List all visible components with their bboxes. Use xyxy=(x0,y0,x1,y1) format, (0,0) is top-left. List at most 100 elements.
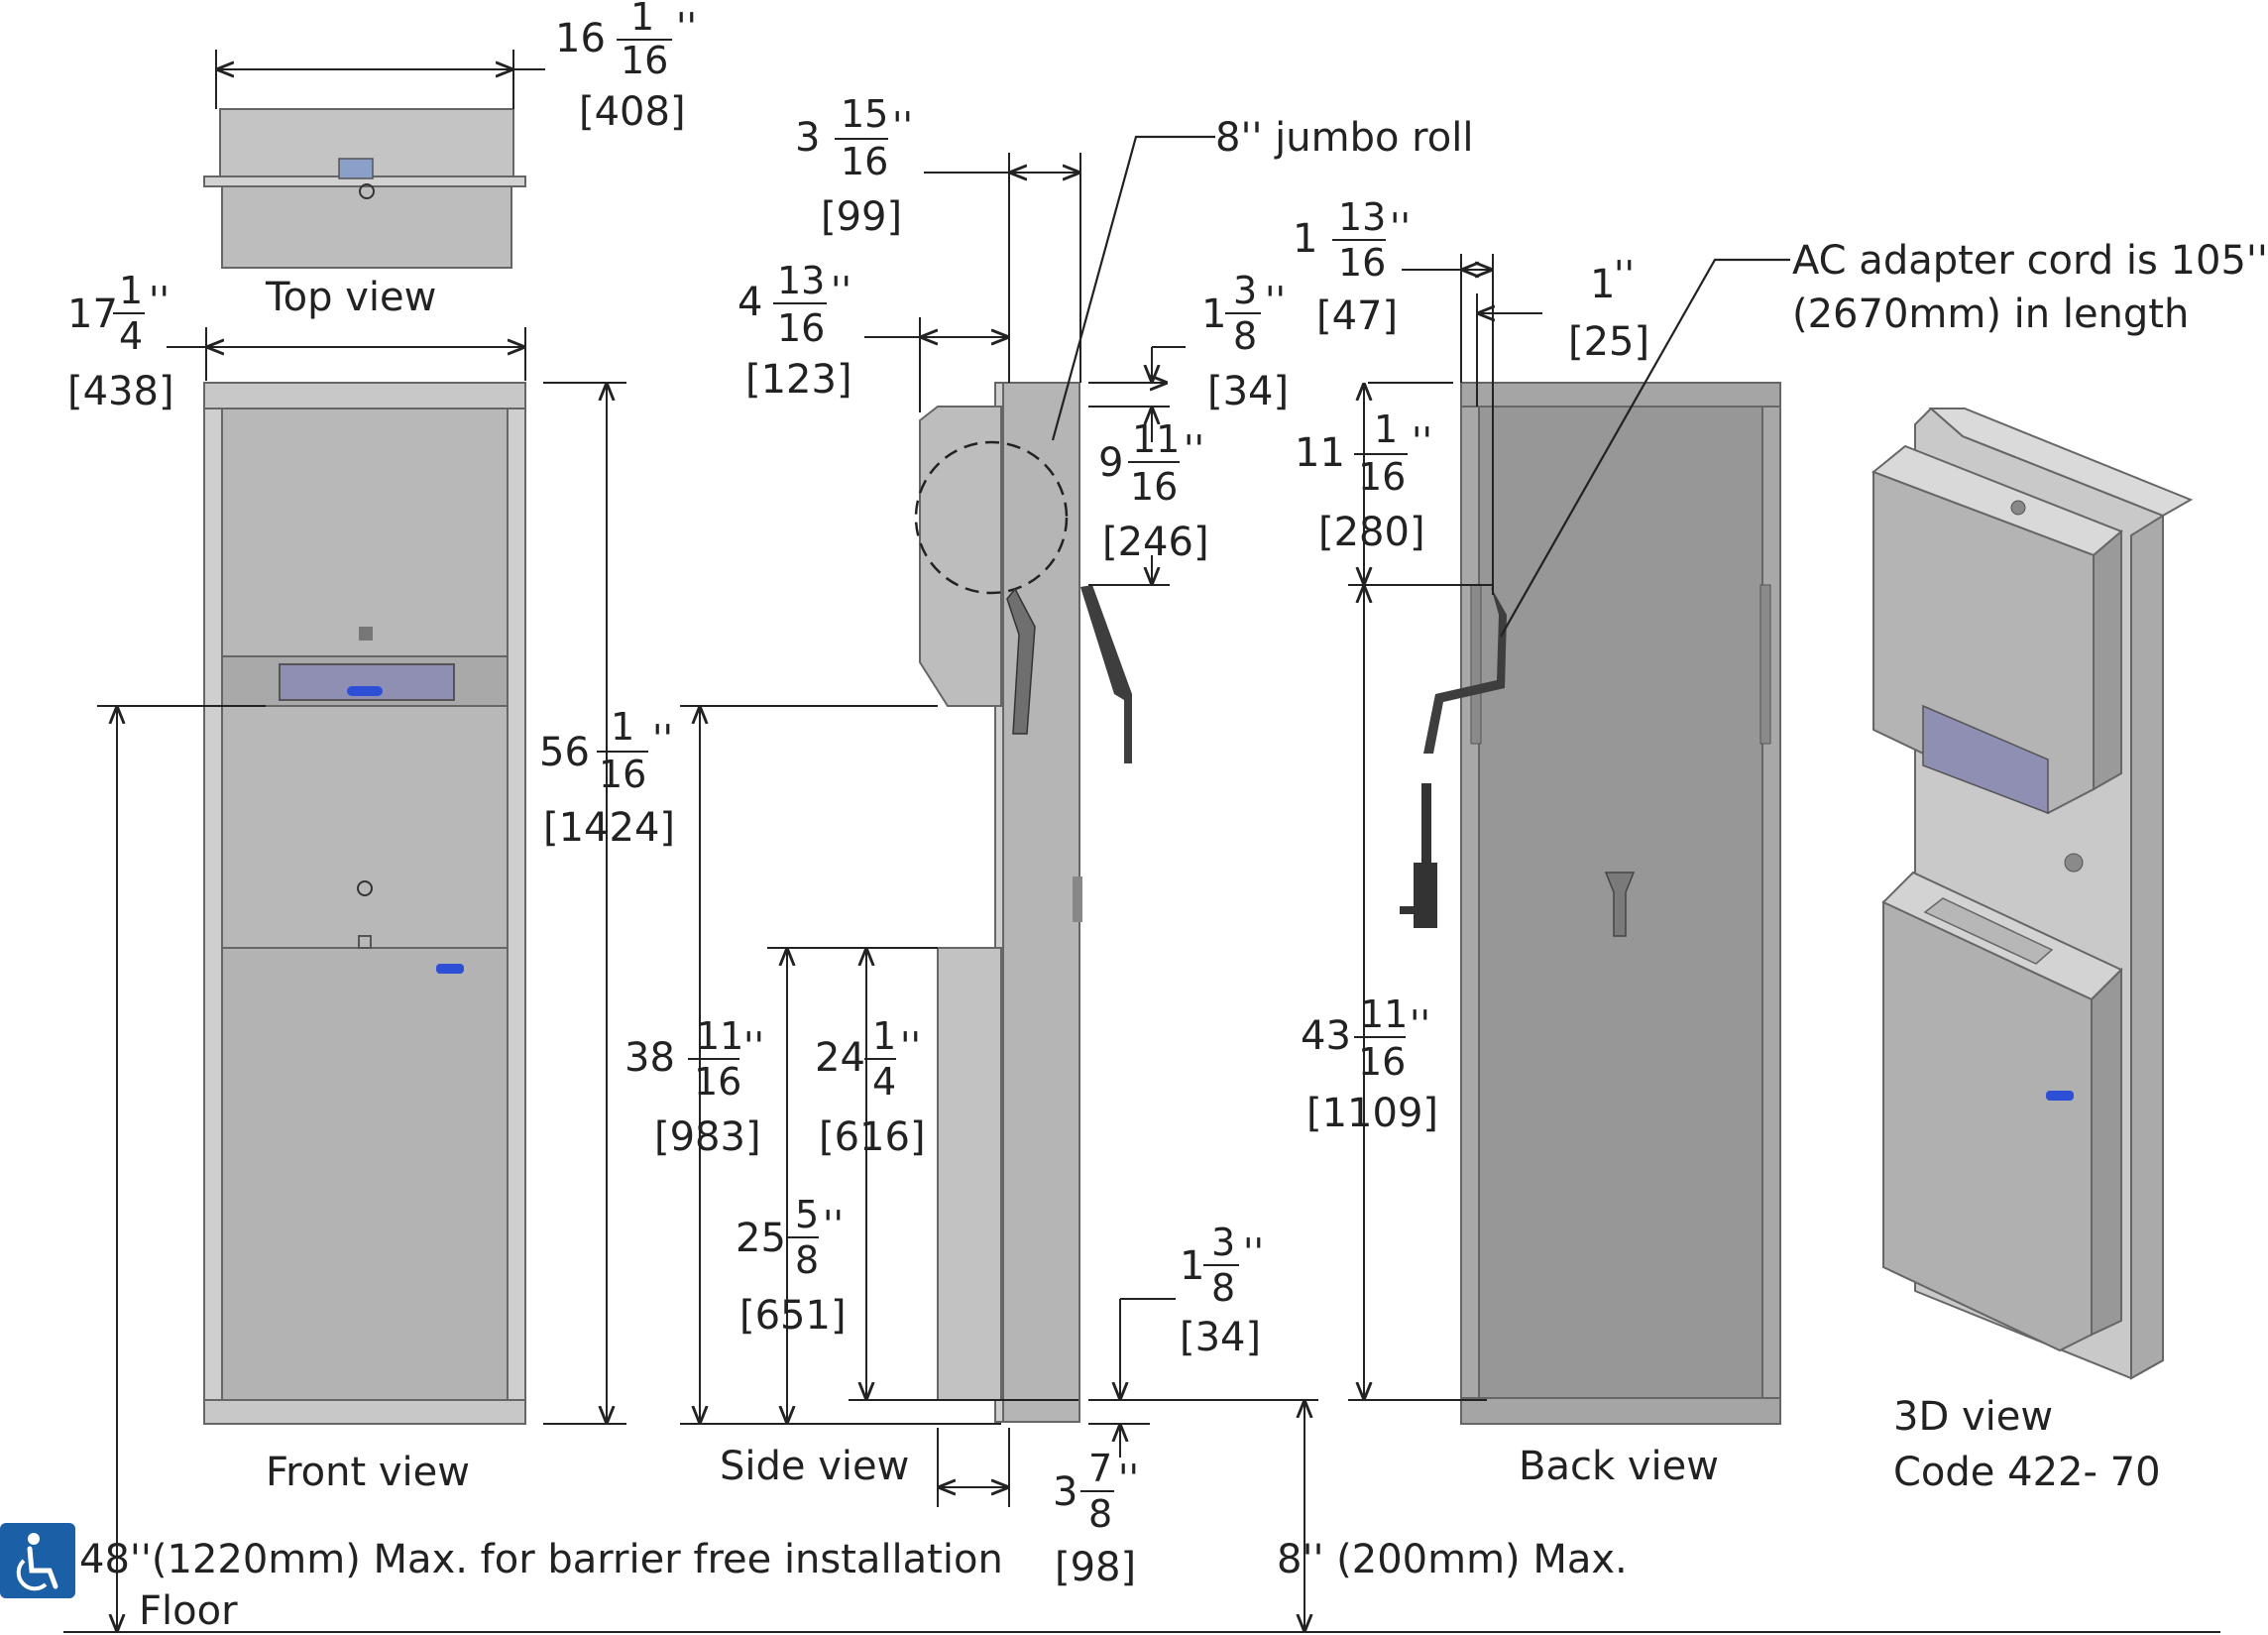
svg-text:'': '' xyxy=(1265,279,1286,322)
svg-text:1: 1 xyxy=(1180,1243,1204,1289)
svg-text:1: 1 xyxy=(630,0,654,39)
svg-text:16: 16 xyxy=(1338,241,1386,285)
svg-text:38: 38 xyxy=(624,1035,675,1081)
svg-text:'': '' xyxy=(1184,427,1204,471)
dim-bin-height: 24 1 4 '' [616] xyxy=(815,1014,926,1160)
svg-text:'': '' xyxy=(1390,205,1411,249)
svg-text:11: 11 xyxy=(1360,993,1408,1036)
svg-text:43: 43 xyxy=(1301,1013,1351,1059)
svg-text:5: 5 xyxy=(795,1193,819,1236)
svg-text:'': '' xyxy=(900,1024,921,1068)
svg-text:'': '' xyxy=(831,269,851,312)
svg-text:[246]: [246] xyxy=(1102,520,1209,565)
top-view-drawing xyxy=(203,108,526,269)
svg-text:[47]: [47] xyxy=(1316,293,1398,339)
svg-text:3: 3 xyxy=(795,115,820,161)
dim-side-depth-box: 4 13 16 '' [123] xyxy=(737,259,852,403)
svg-text:8: 8 xyxy=(1088,1492,1112,1536)
svg-text:[408]: [408] xyxy=(579,89,686,135)
back-view-drawing xyxy=(1400,382,1781,1425)
svg-text:3: 3 xyxy=(1053,1469,1077,1515)
side-view-drawing xyxy=(914,382,1132,1423)
svg-text:11: 11 xyxy=(696,1014,743,1058)
svg-text:[34]: [34] xyxy=(1207,369,1289,414)
dim-back-cord: 11 1 16 '' [280] xyxy=(1295,408,1432,555)
svg-text:1: 1 xyxy=(1374,408,1398,451)
svg-text:1: 1 xyxy=(872,1014,896,1058)
top-view-label: Top view xyxy=(265,275,436,320)
dim-back-top: 1 13 16 '' [47] xyxy=(1293,195,1411,339)
dim-side-flange: 1 3 8 '' [34] xyxy=(1201,269,1289,414)
svg-text:16: 16 xyxy=(1358,1040,1406,1084)
dim-dispense-height: 38 11 16 '' [983] xyxy=(624,1014,764,1160)
svg-text:13: 13 xyxy=(777,259,825,302)
svg-text:56: 56 xyxy=(539,730,590,775)
svg-text:17: 17 xyxy=(67,292,118,337)
svg-text:1: 1 xyxy=(1590,262,1615,307)
svg-text:11: 11 xyxy=(1132,417,1180,461)
svg-text:[34]: [34] xyxy=(1180,1315,1261,1360)
svg-text:[1109]: [1109] xyxy=(1306,1091,1438,1136)
svg-text:4: 4 xyxy=(872,1060,896,1104)
svg-text:16: 16 xyxy=(599,753,646,796)
svg-text:13: 13 xyxy=(1338,195,1386,239)
dim-total-height: 56 1 16 '' [1424] xyxy=(539,705,675,851)
svg-text:4: 4 xyxy=(737,280,762,325)
floor-label: Floor xyxy=(139,1588,238,1634)
svg-text:25: 25 xyxy=(736,1216,786,1261)
cord-note-line2: (2670mm) in length xyxy=(1792,292,2189,337)
svg-text:'': '' xyxy=(823,1203,844,1246)
svg-text:'': '' xyxy=(1118,1457,1139,1500)
svg-text:[616]: [616] xyxy=(819,1114,926,1160)
cord-note-line1: AC adapter cord is 105'' xyxy=(1792,238,2268,284)
svg-text:'': '' xyxy=(743,1024,764,1068)
svg-text:8: 8 xyxy=(1233,314,1257,358)
dim-front-width: 17 1 4 '' [438] xyxy=(67,269,174,414)
three-d-view-drawing xyxy=(1871,407,2194,1380)
svg-text:7: 7 xyxy=(1088,1447,1112,1490)
dim-roll-height: 9 11 16 '' [246] xyxy=(1098,417,1209,565)
svg-text:[123]: [123] xyxy=(745,357,852,403)
dim-bin-total: 25 5 8 '' [651] xyxy=(736,1193,847,1339)
svg-text:15: 15 xyxy=(841,92,888,136)
svg-text:16: 16 xyxy=(694,1060,741,1104)
dim-back-height: 43 11 16 '' [1109] xyxy=(1301,993,1438,1136)
back-view-label: Back view xyxy=(1519,1444,1719,1489)
dim-top-width: 16 1 16 '' [408] xyxy=(555,0,697,135)
svg-text:16: 16 xyxy=(841,140,888,183)
cord-leader xyxy=(1500,258,1790,638)
svg-text:[438]: [438] xyxy=(67,369,174,414)
svg-text:'': '' xyxy=(652,717,673,760)
svg-text:1: 1 xyxy=(1293,216,1317,262)
front-view-label: Front view xyxy=(266,1450,470,1495)
svg-text:[651]: [651] xyxy=(739,1293,847,1339)
svg-text:'': '' xyxy=(892,104,913,148)
svg-text:[99]: [99] xyxy=(821,194,902,240)
max-8-note: 8'' (200mm) Max. xyxy=(1277,1537,1628,1582)
svg-text:'': '' xyxy=(149,279,170,322)
dim-side-depth-top: 3 15 16 '' [99] xyxy=(795,92,913,240)
svg-text:'': '' xyxy=(1243,1230,1264,1274)
svg-text:3: 3 xyxy=(1211,1221,1235,1264)
barrier-free-note: 48''(1220mm) Max. for barrier free insta… xyxy=(79,1537,1003,1582)
svg-text:1: 1 xyxy=(119,269,143,312)
svg-text:1: 1 xyxy=(1201,292,1226,337)
svg-text:1: 1 xyxy=(611,705,634,749)
svg-text:8: 8 xyxy=(1211,1266,1235,1310)
svg-text:16: 16 xyxy=(621,39,668,82)
svg-text:'': '' xyxy=(676,5,697,49)
dim-recess-depth: 3 7 8 '' [98] xyxy=(1053,1447,1139,1590)
svg-text:'': '' xyxy=(1614,253,1635,296)
svg-text:3: 3 xyxy=(1233,269,1257,312)
three-d-view-label: 3D view xyxy=(1893,1394,2053,1440)
dim-bottom-flange: 1 3 8 '' [34] xyxy=(1180,1221,1264,1360)
svg-text:16: 16 xyxy=(1358,455,1406,499)
svg-text:16: 16 xyxy=(555,16,606,61)
svg-text:[983]: [983] xyxy=(654,1114,761,1160)
svg-text:4: 4 xyxy=(119,314,143,358)
front-view-drawing xyxy=(203,382,526,1425)
svg-text:[98]: [98] xyxy=(1055,1545,1136,1590)
side-view-label: Side view xyxy=(720,1444,909,1489)
svg-text:16: 16 xyxy=(777,306,825,350)
svg-text:16: 16 xyxy=(1130,465,1178,509)
